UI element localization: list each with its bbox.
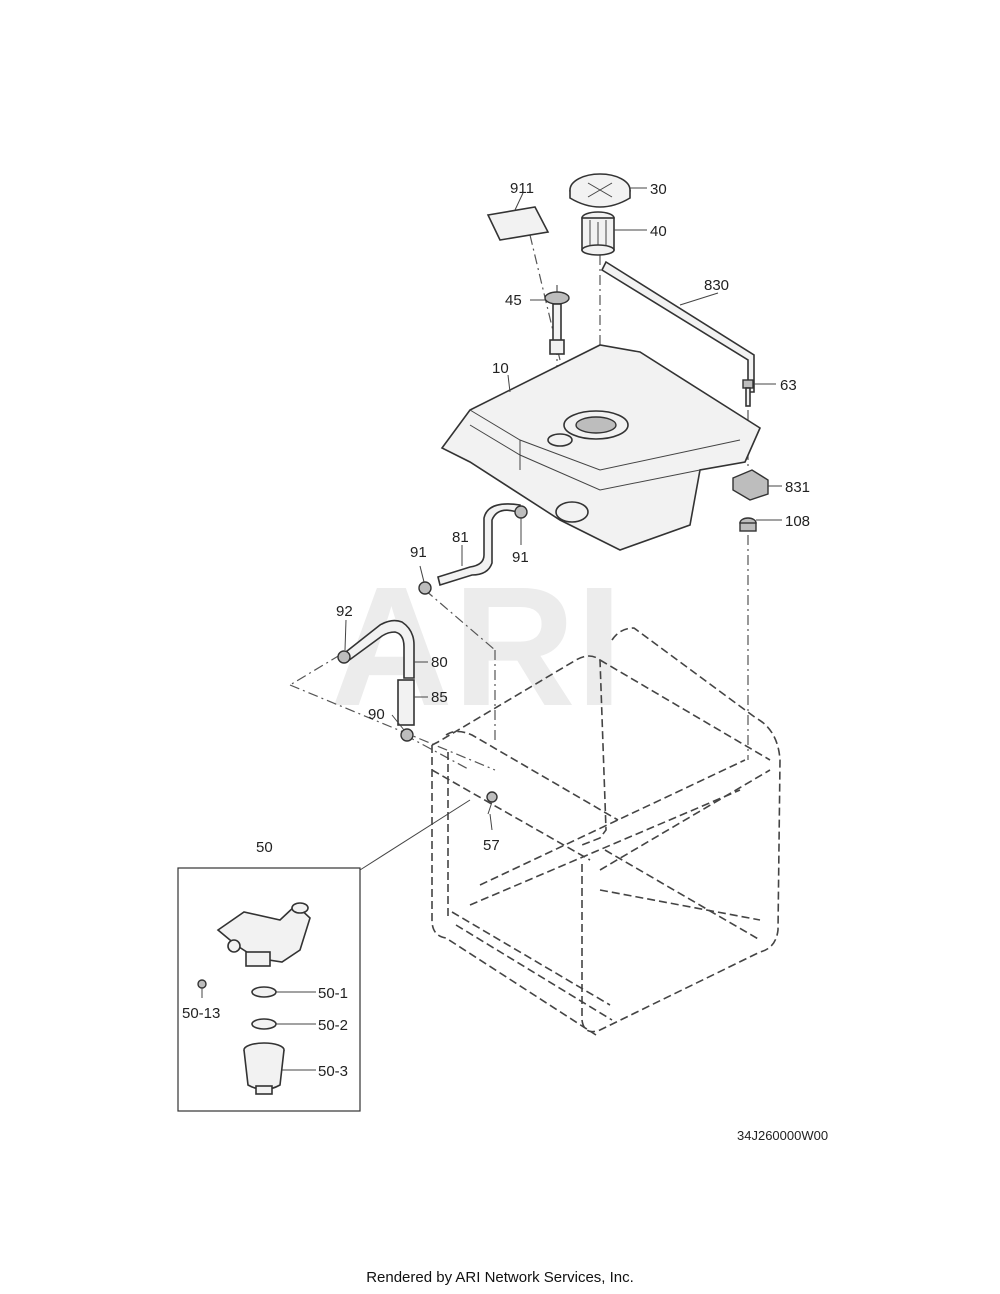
o-ring (251, 1018, 277, 1030)
label-sticker (486, 206, 550, 241)
grommet (739, 517, 757, 532)
filter-sleeve (397, 679, 415, 726)
callout-50-1: 50-1 (318, 985, 348, 1002)
callout-91: 91 (512, 549, 529, 566)
callout-40: 40 (650, 223, 667, 240)
callout-57: 57 (483, 837, 500, 854)
callout-92: 92 (336, 603, 353, 620)
fuel-hose-upper (437, 503, 521, 587)
leader-lines (276, 187, 782, 1071)
callout-90: 90 (368, 706, 385, 723)
cock-screw-small (197, 979, 207, 998)
callout-80: 80 (431, 654, 448, 671)
hose-clip (514, 505, 528, 519)
callout-81: 81 (452, 529, 469, 546)
callout-50-2: 50-2 (318, 1017, 348, 1034)
ari-watermark: ARI (330, 552, 623, 742)
hose-clip (337, 650, 351, 664)
generator-frame (431, 627, 781, 1036)
fuel-cap (569, 173, 631, 208)
fuel-tank (440, 344, 762, 551)
drawing-number: 34J260000W00 (737, 1128, 829, 1143)
fuel-gauge (544, 291, 570, 355)
callout-63: 63 (780, 377, 797, 394)
fuel-cock (216, 902, 311, 967)
fuel-strainer (581, 211, 615, 256)
callout-108: 108 (785, 513, 810, 530)
callout-50: 50 (256, 839, 273, 856)
fuel-cup (243, 1042, 285, 1095)
callout-831: 831 (785, 479, 810, 496)
callout-85: 85 (431, 689, 448, 706)
hose-clip (418, 581, 432, 595)
callout-45: 45 (505, 292, 522, 309)
tank-cushion (732, 469, 769, 501)
fuel-cock-inset (177, 867, 361, 1112)
callout-91: 91 (410, 544, 427, 561)
cock-screw (486, 791, 498, 815)
callout-30: 30 (650, 181, 667, 198)
callout-10: 10 (492, 360, 509, 377)
callout-830: 830 (704, 277, 729, 294)
callout-911: 911 (510, 180, 534, 197)
callout-50-3: 50-3 (318, 1063, 348, 1080)
hose-clip (400, 728, 414, 742)
tank-bolt (742, 379, 754, 407)
footer-credit: Rendered by ARI Network Services, Inc. (366, 1269, 634, 1286)
callout-50-13: 50-13 (182, 1005, 220, 1022)
packing (251, 986, 277, 998)
fuel-hose-lower (340, 619, 415, 679)
